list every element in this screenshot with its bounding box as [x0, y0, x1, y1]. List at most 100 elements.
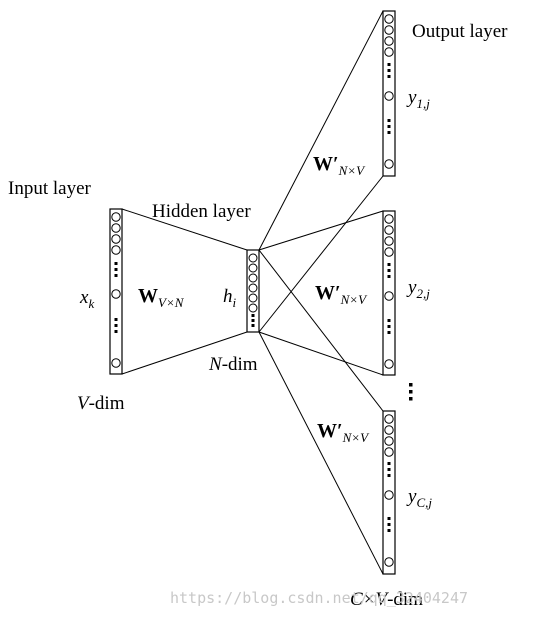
hidden-node [248, 263, 258, 273]
output-weight-symbol: W′ [317, 420, 343, 442]
output-1-subscript: 1,j [416, 96, 430, 111]
hidden-node [248, 253, 258, 263]
output-node [384, 25, 394, 35]
input-vector-symbol: x [79, 287, 89, 308]
ellipsis-dot [251, 319, 255, 322]
input-node [111, 358, 121, 368]
ellipsis-dot [114, 268, 118, 271]
output-node [384, 425, 394, 435]
hidden-node [248, 283, 258, 293]
hidden-layer-box [246, 249, 260, 333]
input-node [111, 234, 121, 244]
connection-lines [121, 10, 384, 575]
ellipsis-dot [409, 390, 413, 394]
output-2-symbol: y [406, 277, 417, 298]
input-weight-symbol: W [138, 285, 158, 307]
output-node [384, 47, 394, 57]
output-panel-C [382, 410, 396, 575]
ellipsis-dot [114, 274, 118, 277]
output-2-label: y2,j [406, 277, 430, 301]
input-layer-label: Input layer [8, 178, 92, 199]
output-weight-subscript: N×V [342, 430, 370, 445]
ellipsis-dot [251, 324, 255, 327]
output-weight-symbol: W′ [313, 153, 339, 175]
input-weight-matrix-label: WV×N [138, 285, 185, 310]
edge-input-top-to-hidden [121, 208, 248, 251]
output-node [384, 159, 394, 169]
output-C-subscript: C,j [416, 495, 432, 510]
edge-hidden-to-output1-top [258, 10, 384, 251]
ellipsis-dot [387, 517, 391, 520]
input-node [111, 223, 121, 233]
ellipsis-dot [387, 331, 391, 334]
output-weight-symbol: W′ [315, 282, 341, 304]
output-node [384, 557, 394, 567]
hidden-layer-label: Hidden layer [152, 201, 251, 222]
input-layer-box [109, 208, 123, 375]
ellipsis-dot [387, 468, 391, 471]
hidden-vector-label: hi [223, 286, 237, 310]
ellipsis-dot [387, 325, 391, 328]
output-node [384, 359, 394, 369]
ellipsis-dot [114, 262, 118, 265]
hidden-vector-symbol: h [223, 286, 233, 307]
watermark-url: https://blog.csdn.net/qq_32404247 [170, 589, 468, 607]
input-node [111, 212, 121, 222]
output-node [384, 236, 394, 246]
hidden-node [248, 303, 258, 313]
ellipsis-dot [251, 314, 255, 317]
hidden-node [248, 293, 258, 303]
ellipsis-dot [387, 529, 391, 532]
output-node [384, 247, 394, 257]
v-dim-variable: V [77, 393, 91, 414]
ellipsis-dot [387, 63, 391, 66]
output-C-label: yC,j [406, 486, 432, 510]
ellipsis-dot [387, 319, 391, 322]
input-node [111, 245, 121, 255]
output-node [384, 214, 394, 224]
input-vector-subscript: k [88, 296, 94, 311]
output-1-symbol: y [406, 87, 417, 108]
output-panel-1 [382, 10, 396, 177]
v-dim-suffix: -dim [89, 393, 125, 414]
v-dim-label: V-dim [77, 393, 125, 414]
ellipsis-dot [387, 131, 391, 134]
output-node-j [384, 291, 394, 301]
input-node-k [111, 289, 121, 299]
ellipsis-dot [387, 275, 391, 278]
output-weight-subscript: N×V [338, 163, 366, 178]
output-weight-matrix-label-C: W′N×V [317, 420, 370, 445]
output-node-j [384, 490, 394, 500]
output-layer-label: Output layer [412, 21, 508, 42]
ellipsis-dot [387, 523, 391, 526]
cv-dim-label: C×V-dim [350, 589, 423, 610]
output-panel-2 [382, 210, 396, 376]
output-weight-subscript: N×V [340, 292, 368, 307]
output-node [384, 447, 394, 457]
ellipsis-dot [387, 263, 391, 266]
ellipsis-dot [114, 324, 118, 327]
edge-hidden-to-outputC-bottom [258, 331, 384, 575]
output-2-subscript: 2,j [416, 286, 430, 301]
cv-dim-variable: C×V [350, 589, 389, 610]
ellipsis-dot [387, 462, 391, 465]
output-node [384, 225, 394, 235]
edge-hidden-to-output2-top [258, 210, 384, 251]
edge-hidden-to-output2-bottom [258, 331, 384, 376]
output-weight-matrix-label-1: W′N×V [313, 153, 366, 178]
n-dim-variable: N [208, 354, 223, 375]
edge-input-bottom-to-hidden [121, 331, 248, 375]
ellipsis-dot [387, 269, 391, 272]
ellipsis-dot [387, 474, 391, 477]
ellipsis-dot [387, 119, 391, 122]
n-dim-label: N-dim [208, 354, 258, 375]
output-1-label: y1,j [406, 87, 430, 111]
panel-ellipsis [409, 383, 413, 401]
output-node [384, 436, 394, 446]
ellipsis-dot [409, 383, 413, 387]
ellipsis-dot [409, 397, 413, 401]
hidden-node [248, 273, 258, 283]
input-vector-label: xk [79, 287, 94, 311]
ellipsis-dot [387, 75, 391, 78]
